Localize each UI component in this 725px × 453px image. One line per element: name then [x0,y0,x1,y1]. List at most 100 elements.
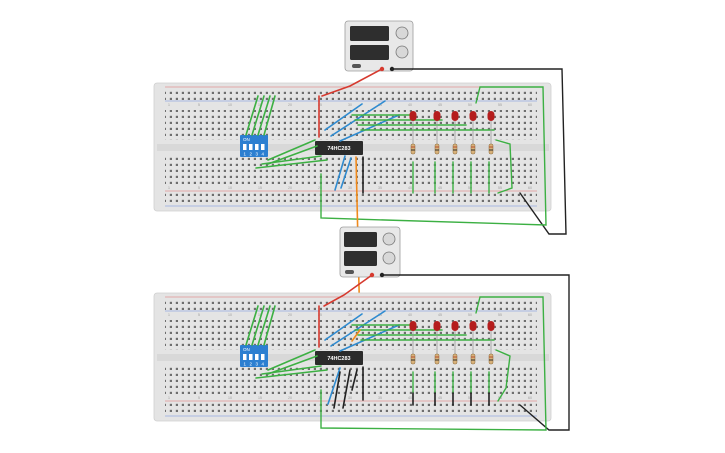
column-number: 55 [498,103,502,107]
wire-carry-end[interactable] [351,329,361,342]
column-number: 15 [258,396,262,400]
column-number: 50 [468,313,472,317]
led-3[interactable] [451,321,459,331]
column-number: 30 [348,103,352,107]
wire-ic-gnd-c[interactable] [351,369,358,391]
column-number: 20 [288,396,292,400]
resistor-1[interactable] [410,143,416,155]
wire-ic-gnd-a[interactable] [333,371,341,409]
wire-dip-ic-2[interactable] [267,355,318,375]
wire-blue-2[interactable] [330,100,386,137]
dip-toggle-4[interactable] [261,144,265,150]
wire-resistor-gnd[interactable] [495,139,513,194]
wire-gnd-loop[interactable] [320,296,547,431]
led-1[interactable] [409,321,417,331]
led-5[interactable] [487,321,495,331]
wire-ic-gnd-b[interactable] [342,369,351,409]
current-knob-icon[interactable] [395,45,409,59]
column-number: 20 [288,186,292,190]
led-2[interactable] [433,111,441,121]
dip-number-1: 1 [244,152,247,157]
led-4[interactable] [469,111,477,121]
dip-number-4: 4 [262,362,265,367]
resistor-2[interactable] [434,353,440,365]
bottom-power-rail [165,193,537,205]
dip-toggle-2[interactable] [249,354,253,360]
wire-dip-rail-2[interactable] [251,95,265,136]
wire-dip-ic-2[interactable] [267,145,318,165]
wire-dip-ic-1[interactable] [267,349,316,371]
column-number: 5 [198,103,200,107]
wire-dip-ic-3[interactable] [261,365,322,375]
dip-switch-2[interactable]: ON 1 2 3 4 [240,345,268,367]
dip-number-3: 3 [256,152,259,157]
voltage-knob-icon[interactable] [395,26,409,40]
wire-dip-ic-1[interactable] [267,139,316,161]
resistor-1[interactable] [410,353,416,365]
dip-toggle-3[interactable] [255,354,259,360]
dip-toggle-1[interactable] [243,144,247,150]
resistor-4[interactable] [470,143,476,155]
wire-dip-ic-3[interactable] [261,155,322,165]
dip-on-label: ON [243,137,250,142]
wire-gnd-supply[interactable] [391,68,567,235]
led-1[interactable] [409,111,417,121]
led-3[interactable] [451,111,459,121]
wire-blue-4[interactable] [327,367,341,405]
led-4[interactable] [469,321,477,331]
ic-label: 74HC283 [327,146,350,152]
power-supply-2[interactable] [339,226,401,278]
wire-dip-rail-1[interactable] [245,95,259,136]
dip-toggle-2[interactable] [249,144,253,150]
wire-blue-5[interactable] [340,157,352,189]
dip-switch-1[interactable]: ON 1 2 3 4 [240,135,268,157]
led-5[interactable] [487,111,495,121]
wire-resistor-gnd[interactable] [495,349,511,402]
resistor-2[interactable] [434,143,440,155]
ic-adder-2[interactable]: 74HC283 [315,351,363,365]
power-supply-1[interactable] [344,20,414,72]
wire-blue-1[interactable] [324,103,363,131]
wire-dip-ic-4[interactable] [255,159,328,169]
wire-blue-1[interactable] [324,313,363,341]
wire-dip-rail-1[interactable] [245,305,259,346]
resistor-5[interactable] [488,353,494,365]
resistor-3[interactable] [452,143,458,155]
ic-adder-1[interactable]: 74HC283 [315,141,363,155]
column-number: 30 [348,186,352,190]
terminal-strip-bottom [165,365,537,395]
current-knob-icon[interactable] [382,251,396,265]
column-number: 45 [438,396,442,400]
dip-toggle-1[interactable] [243,354,247,360]
wire-dip-rail-3[interactable] [257,95,271,136]
voltage-knob-icon[interactable] [382,232,396,246]
column-number: 15 [258,186,262,190]
wire-dip-rail-2[interactable] [251,305,265,346]
resistor-3[interactable] [452,353,458,365]
led-array-2 [409,321,495,365]
wire-gnd-loop[interactable] [320,86,547,226]
wire-dip-rail-4[interactable] [263,305,276,346]
wire-dip-ic-4[interactable] [255,369,328,379]
ic-label: 74HC283 [327,356,350,362]
column-number: 40 [408,103,412,107]
wire-dip-rail-3[interactable] [257,305,271,346]
dip-toggle-3[interactable] [255,144,259,150]
column-number: 60 [528,396,532,400]
resistor-4[interactable] [470,353,476,365]
supply-switch[interactable] [345,270,354,274]
wire-vcc-supply[interactable] [321,68,383,97]
wire-gnd-supply[interactable] [381,274,570,431]
led-2[interactable] [433,321,441,331]
resistor-5[interactable] [488,143,494,155]
column-number: 5 [198,313,200,317]
column-number: 60 [528,313,532,317]
wire-dip-rail-4[interactable] [263,95,276,136]
wire-vcc-supply[interactable] [323,274,373,307]
wire-blue-4[interactable] [334,155,346,191]
wire-blue-2[interactable] [330,310,386,347]
dip-toggle-4[interactable] [261,354,265,360]
supply-switch[interactable] [352,64,361,68]
